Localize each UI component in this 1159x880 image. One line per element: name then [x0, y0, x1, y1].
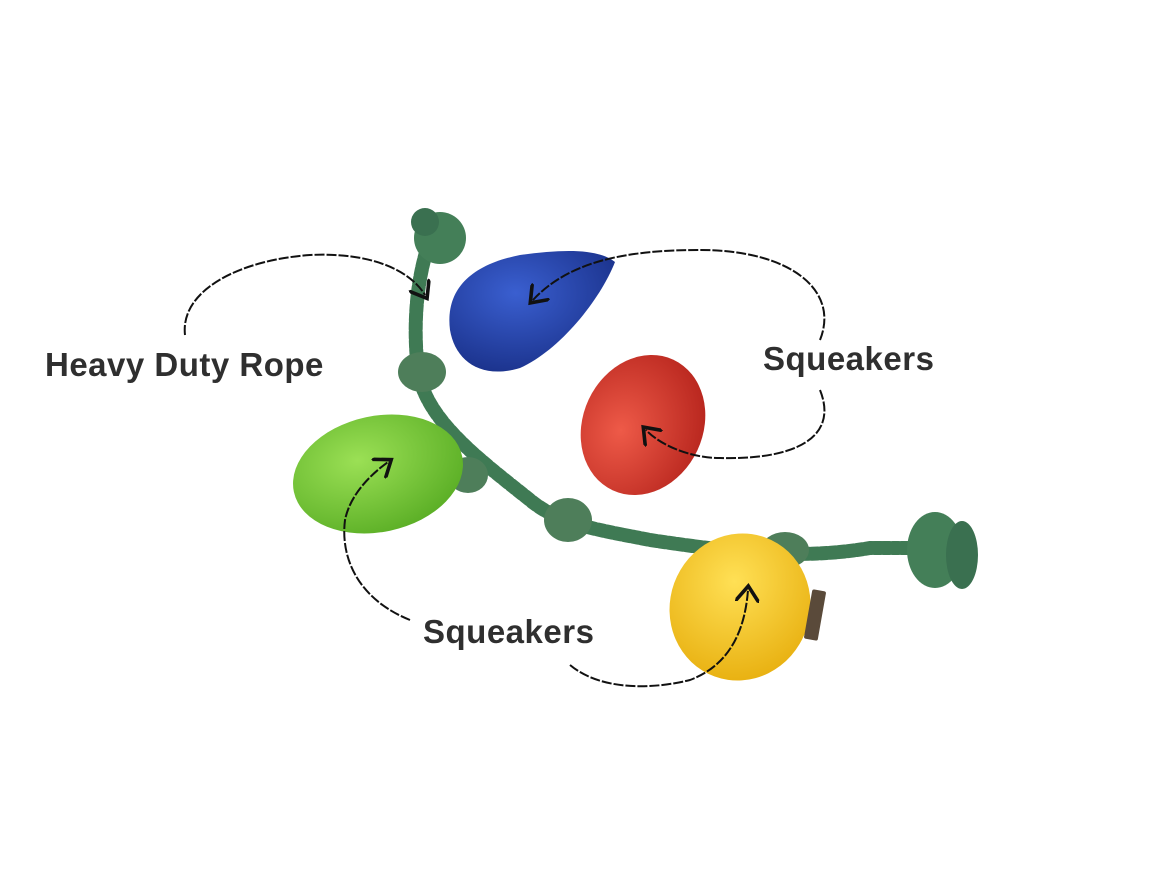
bulb-socket [398, 352, 446, 392]
red-bulb [580, 354, 706, 496]
bulb-socket [544, 498, 592, 542]
arrow-rope [183, 253, 425, 336]
yellow-bulb [669, 533, 811, 681]
arrow-red [646, 389, 826, 460]
label-squeakers-top: Squeakers [763, 340, 935, 377]
label-heavy-duty-rope: Heavy Duty Rope [45, 346, 324, 383]
brand-tag [804, 589, 826, 641]
rope-knot-end [907, 512, 978, 589]
arrow-green [343, 462, 411, 621]
rope-knot-top [411, 208, 466, 264]
arrow-yellow [569, 590, 748, 688]
blue-bulb [449, 250, 615, 372]
label-squeakers-bottom: Squeakers [423, 613, 595, 650]
arrow-blue [533, 248, 826, 341]
